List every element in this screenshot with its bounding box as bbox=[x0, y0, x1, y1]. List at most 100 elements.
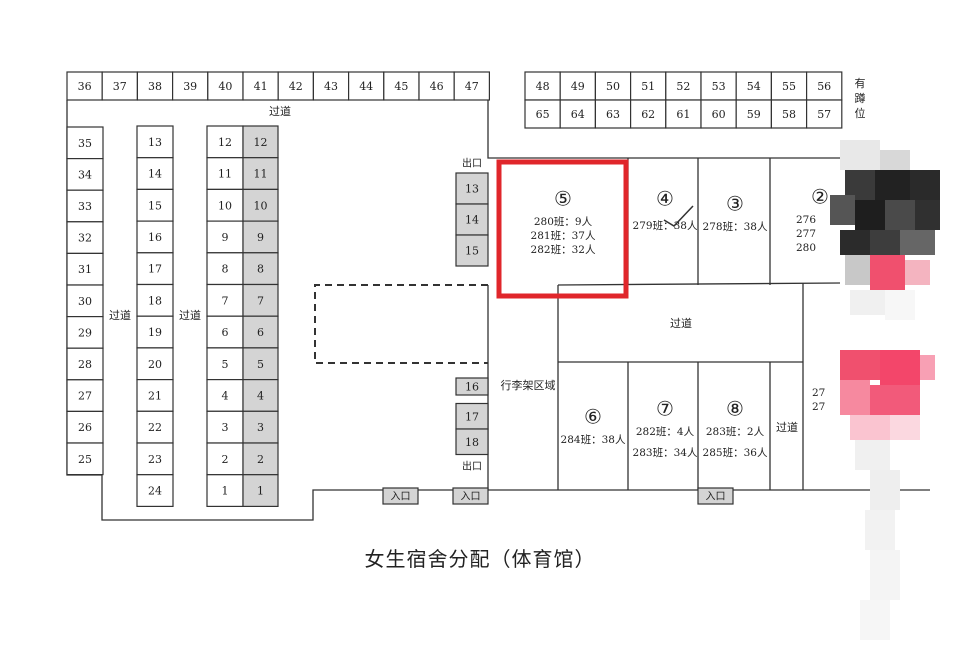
bed-cell-top bbox=[453, 71, 491, 101]
bed-cell-col-a-label: 32 bbox=[78, 232, 92, 245]
bed-cell-col-b-label: 22 bbox=[148, 421, 162, 434]
mosaic-block bbox=[830, 195, 855, 225]
bed-cell-right-top-label: 52 bbox=[676, 80, 690, 93]
bed-cell-right-top-label: 51 bbox=[641, 80, 655, 93]
room-number: ⑤ bbox=[554, 187, 572, 211]
bed-cell-top bbox=[348, 71, 385, 101]
bed-cell-col-d-label: 7 bbox=[257, 294, 264, 307]
mosaic-block bbox=[870, 385, 920, 415]
bed-cell-col-a-label: 34 bbox=[78, 168, 92, 181]
checkmark-icon bbox=[663, 205, 694, 227]
mosaic-block bbox=[860, 600, 890, 640]
mosaic-block bbox=[855, 200, 885, 230]
bed-cell-right-bottom bbox=[524, 99, 561, 129]
room-partial-text: 27 bbox=[812, 401, 825, 413]
entrance-box-2 bbox=[452, 487, 489, 505]
bed-cell-right-bottom bbox=[665, 99, 702, 129]
mosaic-block bbox=[870, 550, 900, 600]
mosaic-block bbox=[885, 200, 915, 230]
entrance-box-1 bbox=[382, 487, 419, 505]
entrance-box-3 bbox=[697, 487, 734, 505]
bed-cell-top bbox=[207, 71, 244, 101]
mosaic-block bbox=[840, 380, 870, 415]
bed-cell-col-d-label: 9 bbox=[257, 231, 264, 244]
bed-cell-col-b-label: 20 bbox=[148, 358, 162, 371]
bed-cell-col-a-label: 29 bbox=[78, 326, 92, 339]
bed-cell-right-bottom bbox=[805, 99, 843, 129]
bed-cell-top bbox=[242, 71, 279, 101]
bed-cell-col-d-label: 4 bbox=[257, 389, 264, 402]
bed-cell-top-label: 38 bbox=[148, 80, 162, 93]
bed-cell-col-a-label: 28 bbox=[78, 358, 92, 371]
bed-cell-col-d bbox=[242, 252, 279, 286]
bed-cell-mid-upper bbox=[455, 203, 489, 236]
bed-cell-col-d bbox=[242, 442, 279, 476]
bed-cell-mid-lower bbox=[455, 377, 489, 396]
bed-cell-right-top-label: 48 bbox=[536, 80, 550, 93]
bed-cell-col-a bbox=[66, 252, 104, 286]
bed-cell-right-bottom bbox=[700, 99, 737, 129]
room-class-line: 284班：38人 bbox=[561, 434, 626, 446]
mosaic-block bbox=[850, 290, 885, 315]
corridor-label-right: 过道 bbox=[776, 420, 798, 434]
bed-cell-col-c bbox=[206, 188, 244, 222]
bed-cell-col-a bbox=[66, 442, 104, 476]
bed-cell-col-b bbox=[136, 474, 174, 508]
room-class-line: 285班：36人 bbox=[703, 447, 768, 459]
bed-cell-top-label: 37 bbox=[113, 80, 127, 93]
squat-toilet-label: 位 bbox=[855, 106, 866, 120]
bed-cell-col-c-label: 3 bbox=[222, 421, 229, 434]
bed-cell-col-d bbox=[242, 410, 279, 444]
bed-cell-top-label: 43 bbox=[324, 80, 338, 93]
corridor-label-top: 过道 bbox=[269, 104, 291, 118]
bed-cell-right-top bbox=[629, 71, 667, 101]
bed-cell-mid-lower-label: 16 bbox=[465, 381, 479, 394]
bed-cell-right-top-label: 55 bbox=[782, 80, 796, 93]
mosaic-block bbox=[885, 290, 915, 320]
bed-cell-col-b-label: 15 bbox=[148, 199, 162, 212]
mosaic-block bbox=[890, 415, 920, 440]
bed-cell-col-b bbox=[136, 283, 174, 317]
bed-cell-col-d bbox=[242, 347, 279, 381]
exit-label-top: 出口 bbox=[462, 157, 482, 170]
luggage-dashed-box bbox=[314, 284, 488, 364]
bed-cell-col-d bbox=[242, 379, 279, 412]
room-partial-text: 27 bbox=[812, 387, 825, 399]
bed-cell-right-bottom-label: 61 bbox=[676, 108, 690, 121]
blurred-area bbox=[830, 140, 940, 640]
mosaic-block bbox=[840, 350, 880, 380]
room-class-line: 282班：4人 bbox=[636, 426, 695, 438]
room-line bbox=[557, 282, 841, 286]
bed-cell-col-c bbox=[206, 474, 244, 508]
bed-cell-col-d bbox=[242, 315, 279, 349]
luggage-area-label: 行李架区域 bbox=[501, 378, 556, 392]
room-5-highlight bbox=[496, 159, 629, 299]
bed-cell-top bbox=[383, 71, 420, 101]
bed-cell-col-a-label: 35 bbox=[78, 137, 92, 150]
mosaic-block bbox=[880, 350, 920, 385]
bed-cell-right-top bbox=[805, 71, 843, 101]
bed-cell-top bbox=[101, 71, 138, 101]
bed-cell-col-c-label: 2 bbox=[222, 453, 229, 466]
bed-cell-col-a-label: 27 bbox=[78, 390, 92, 403]
bed-cell-col-b bbox=[136, 442, 174, 476]
bed-cell-top-label: 44 bbox=[359, 80, 373, 93]
bed-cell-col-d-label: 2 bbox=[257, 453, 264, 466]
bed-cell-col-c bbox=[206, 283, 244, 317]
bed-cell-mid-lower bbox=[455, 428, 489, 456]
bed-cell-col-a-label: 25 bbox=[78, 453, 92, 466]
bed-cell-right-bottom-label: 64 bbox=[571, 108, 585, 121]
bed-cell-col-b-label: 21 bbox=[148, 389, 162, 402]
bed-cell-right-top-label: 50 bbox=[606, 80, 620, 93]
room-number: ② bbox=[811, 185, 829, 209]
room-class-line: 280班：9人 bbox=[534, 216, 593, 228]
bed-cell-col-c-label: 5 bbox=[222, 358, 229, 371]
mosaic-block bbox=[870, 470, 900, 510]
bed-cell-right-bottom-label: 59 bbox=[747, 108, 761, 121]
bed-cell-mid-upper bbox=[455, 234, 489, 267]
bed-cell-col-b-label: 23 bbox=[148, 453, 162, 466]
bed-cell-col-a bbox=[66, 221, 104, 255]
mosaic-block bbox=[840, 230, 870, 255]
corridor-label-left-2: 过道 bbox=[179, 308, 201, 322]
